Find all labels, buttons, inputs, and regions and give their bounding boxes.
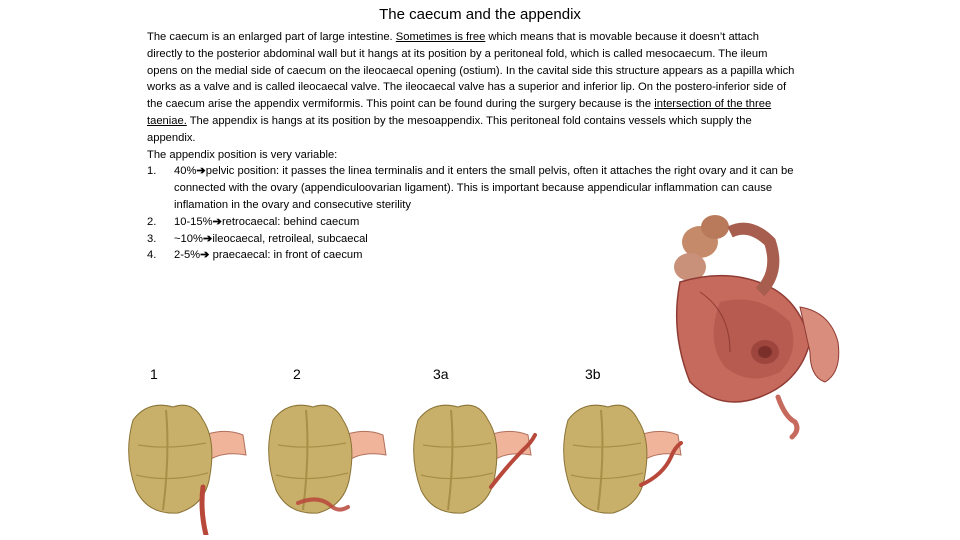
list-item: 3. ~10%➔ileocaecal, retroileal, subcaecal <box>147 231 797 248</box>
arrow-right-icon: ➔ <box>196 165 206 178</box>
paragraph-part-1: The caecum is an enlarged part of large … <box>147 31 396 43</box>
caecum-figure-2 <box>258 395 398 535</box>
list-number: 3. <box>147 232 157 245</box>
list-percent: 2-5% <box>174 249 201 262</box>
list-item: 2. 10-15%➔retrocaecal: behind caecum <box>147 214 797 231</box>
arrow-right-icon: ➔ <box>212 215 222 228</box>
list-item: 4. 2-5%➔ praecaecal: in front of caecum <box>147 247 797 264</box>
list-text: ileocaecal, retroileal, subcaecal <box>212 232 368 245</box>
caecum-figure-3a <box>403 395 553 535</box>
list-number: 4. <box>147 249 157 262</box>
list-number: 1. <box>147 165 157 178</box>
caecum-specimen-illustration <box>660 212 850 442</box>
list-text: pelvic position: it passes the linea ter… <box>174 165 794 211</box>
underlined-free: Sometimes is free <box>395 31 486 43</box>
arrow-right-icon: ➔ <box>200 249 210 262</box>
list-text: praecaecal: in front of caecum <box>209 249 363 262</box>
intro-paragraph: The caecum is an enlarged part of large … <box>147 29 797 147</box>
figure-label-3a: 3a <box>433 366 449 382</box>
list-percent: 10-15% <box>174 215 213 228</box>
underlined-taeniae: intersection of the three taeniae. <box>147 98 772 127</box>
figure-label-2: 2 <box>293 366 301 382</box>
arrow-right-icon: ➔ <box>202 232 213 245</box>
list-percent: 40% <box>174 165 197 178</box>
list-text: retrocaecal: behind caecum <box>221 215 360 228</box>
body-text: The caecum is an enlarged part of large … <box>147 29 797 264</box>
list-item: 1. 40%➔pelvic position: it passes the lin… <box>147 163 797 213</box>
slide-title: The caecum and the appendix <box>379 6 581 23</box>
figure-label-1: 1 <box>150 366 158 382</box>
caecum-figure-1 <box>118 395 258 535</box>
paragraph-part-3: The appendix is hangs at its position by… <box>147 114 752 144</box>
list-number: 2. <box>147 215 157 228</box>
position-list: 1.40%➔pelvic position: it passes the lin… <box>147 163 797 264</box>
caecum-figure-3b <box>553 395 703 535</box>
list-percent: ~10% <box>174 232 203 245</box>
variable-line: The appendix position is very variable: <box>147 148 338 161</box>
figure-label-3b: 3b <box>585 366 601 382</box>
paragraph-part-2: which means that is movable because it d… <box>147 31 795 111</box>
